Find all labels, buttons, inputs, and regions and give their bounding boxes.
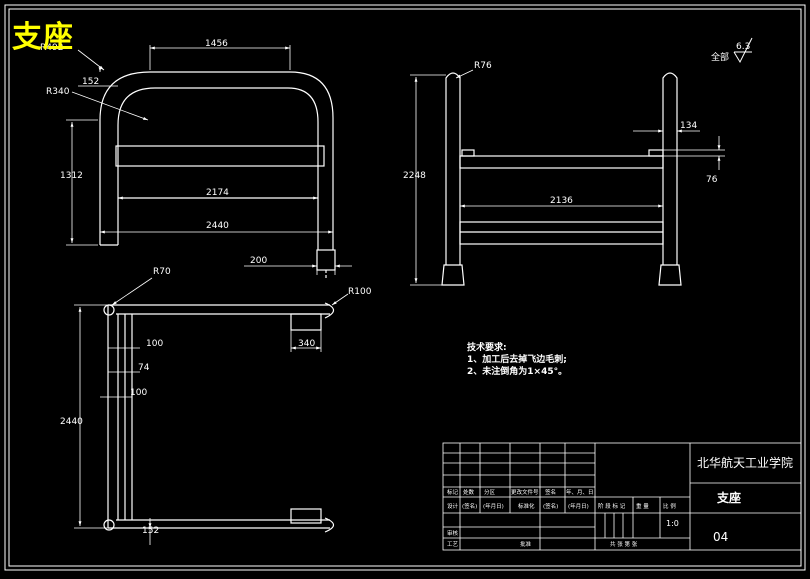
th-zone: 分区 bbox=[484, 488, 496, 496]
row-review: 审核 bbox=[447, 529, 459, 537]
th-count: 处数 bbox=[463, 488, 475, 496]
surface-finish-symbol: 全部 6.3 bbox=[711, 37, 753, 64]
dim-76: 76 bbox=[706, 175, 718, 185]
dim-2440-top: 2440 bbox=[60, 417, 83, 427]
dim-134: 134 bbox=[680, 121, 697, 131]
th-sign: 签名 bbox=[545, 488, 556, 496]
dim-2136: 2136 bbox=[550, 196, 573, 206]
dim-1312: 1312 bbox=[60, 171, 83, 181]
dim-74: 74 bbox=[138, 363, 150, 373]
top-dimensions bbox=[74, 277, 349, 545]
top-pad-b bbox=[290, 508, 322, 524]
notes-line-2: 2、未注倒角为1×45°。 bbox=[467, 365, 567, 377]
dim-1456: 1456 bbox=[205, 39, 228, 49]
side-left-post bbox=[445, 72, 461, 265]
surface-finish-label: 全部 bbox=[711, 51, 729, 63]
top-corner-a bbox=[103, 304, 115, 316]
scale-value: 1:0 bbox=[666, 519, 679, 528]
th-date: 年、月、日 bbox=[566, 488, 594, 496]
dim-r340: R340 bbox=[46, 87, 70, 97]
drawing-number: 04 bbox=[713, 530, 728, 544]
row-standard-date: (年月日) bbox=[568, 502, 589, 510]
th-change-doc: 更改文件号 bbox=[511, 488, 539, 496]
row-process: 工艺 bbox=[447, 541, 459, 548]
th-mark: 标记 bbox=[447, 488, 459, 496]
surface-finish-value: 6.3 bbox=[736, 42, 750, 52]
title-block bbox=[442, 442, 802, 551]
sheet-label: 共 张 第 张 bbox=[610, 540, 638, 548]
notes-line-1: 1、加工后去掉飞边毛刺; bbox=[467, 353, 567, 365]
front-dim-labels: 1456 R492 152 R340 1312 2174 2440 200 bbox=[40, 39, 267, 266]
side-dim-labels: R76 2248 2136 134 76 bbox=[403, 61, 718, 206]
front-crossbar bbox=[115, 145, 325, 167]
front-tube-outer bbox=[99, 71, 334, 250]
front-foot bbox=[316, 249, 336, 271]
top-dim-labels: R70 R100 340 100 74 100 2440 152 bbox=[60, 267, 372, 536]
top-end-round-a bbox=[324, 302, 335, 319]
side-top-rail bbox=[459, 155, 664, 169]
row-design: 设计 bbox=[447, 502, 459, 510]
notes-heading: 技术要求: bbox=[467, 341, 507, 353]
dim-152: 152 bbox=[82, 77, 99, 87]
dim-r70: R70 bbox=[153, 267, 171, 277]
side-bottom-rail bbox=[459, 221, 664, 245]
top-view bbox=[103, 302, 335, 533]
top-corner-b bbox=[103, 519, 115, 531]
top-pad-a bbox=[290, 313, 322, 331]
front-view bbox=[99, 71, 336, 280]
dim-r492: R492 bbox=[40, 43, 63, 53]
dim-340: 340 bbox=[298, 339, 315, 349]
dim-2440: 2440 bbox=[206, 221, 229, 231]
outer-border bbox=[4, 4, 806, 571]
dim-2248: 2248 bbox=[403, 171, 426, 181]
dim-200: 200 bbox=[250, 256, 267, 266]
dim-r76: R76 bbox=[474, 61, 492, 71]
row-design-sign: (签名) bbox=[462, 502, 477, 510]
top-end-round-b bbox=[324, 517, 335, 533]
dim-2174: 2174 bbox=[206, 188, 229, 198]
stage-label: 阶 段 标 记 bbox=[598, 502, 626, 510]
dim-152-top: 152 bbox=[142, 526, 159, 536]
title-block-text: 北华航天工业学院 支座 04 1:0 标记 处数 分区 更改文件号 签名 年、月… bbox=[447, 455, 793, 548]
front-dimensions bbox=[66, 45, 352, 275]
front-tube-inner bbox=[117, 87, 319, 250]
side-tab-right bbox=[648, 149, 664, 157]
side-tab-left bbox=[461, 149, 475, 157]
side-left-foot bbox=[441, 264, 465, 286]
row-standard: 标准化 bbox=[518, 502, 535, 510]
dim-r100: R100 bbox=[348, 287, 372, 297]
row-standard-sign: (签名) bbox=[543, 502, 558, 510]
row-approve: 批准 bbox=[520, 540, 532, 548]
side-right-post bbox=[662, 72, 678, 265]
school-name: 北华航天工业学院 bbox=[697, 455, 793, 470]
weight-label: 重 量 bbox=[636, 502, 649, 510]
side-view bbox=[441, 72, 682, 286]
row-design-date: (年月日) bbox=[483, 502, 504, 510]
side-right-foot bbox=[658, 264, 682, 286]
part-name: 支座 bbox=[716, 490, 741, 505]
ratio-label: 比 例 bbox=[663, 502, 676, 510]
dim-100-b: 100 bbox=[130, 388, 147, 398]
dim-100-a: 100 bbox=[146, 339, 163, 349]
drawing-title: 支座 bbox=[12, 20, 74, 55]
inner-border bbox=[8, 8, 802, 567]
side-dimensions bbox=[410, 69, 725, 286]
technical-notes: 技术要求: 1、加工后去掉飞边毛刺; 2、未注倒角为1×45°。 bbox=[467, 341, 567, 377]
